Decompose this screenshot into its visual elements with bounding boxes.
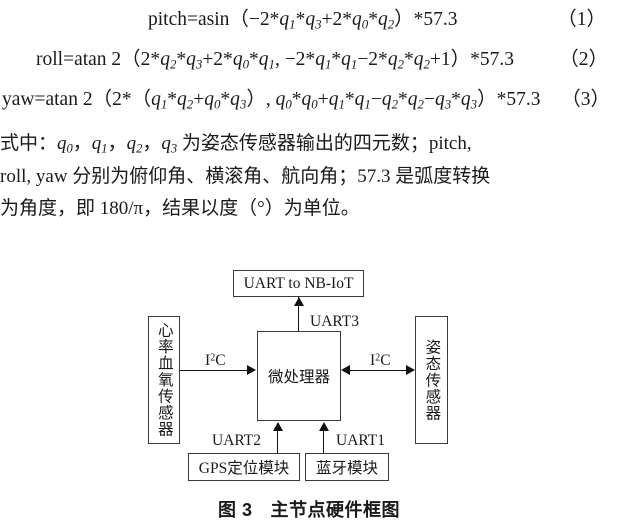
figure-number: 图 3 <box>217 500 253 520</box>
label-i2c-left: I2C <box>205 352 226 369</box>
block-heart-rate-spo2-sensor-label: 心率血氧传感器 <box>155 322 173 438</box>
formula-row-yaw: yaw=atan 2（2*（q1*q2+q0*q3）, q0*q0+q1*q1−… <box>0 80 618 120</box>
explanation-paragraph: 式中：q0，q1，q2，q3 为姿态传感器输出的四元数；pitch, roll,… <box>0 128 610 226</box>
label-uart3: UART3 <box>310 313 360 330</box>
figure-caption: 图 3 主节点硬件框图 <box>0 496 618 522</box>
label-uart1: UART1 <box>336 432 386 449</box>
formula-number-2: （2） <box>559 49 608 70</box>
block-microprocessor-label: 微处理器 <box>267 369 330 386</box>
arrow-uart2-up <box>273 422 283 431</box>
label-uart2: UART2 <box>212 432 262 449</box>
formula-roll: roll=atan 2（2*q2*q3+2*q0*q1, −2*q1*q1−2*… <box>36 49 515 72</box>
connector-i2c-right <box>350 370 406 371</box>
paragraph-mid: 为姿态传感器输出的四元数；pitch, <box>181 133 472 154</box>
block-heart-rate-spo2-sensor: 心率血氧传感器 <box>148 316 180 444</box>
arrow-uart3-up <box>294 297 304 306</box>
paragraph-line-2: roll, yaw 分别为俯仰角、横滚角、航向角；57.3 是弧度转换 <box>0 165 491 187</box>
arrow-i2c-right-to-mcu <box>341 365 350 375</box>
paragraph-prefix: 式中： <box>0 133 58 154</box>
formula-row-pitch: pitch=asin（−2*q1*q3+2*q0*q2）*57.3 （1） <box>0 0 618 40</box>
block-bluetooth-module: 蓝牙模块 <box>305 453 389 481</box>
arrow-uart1-up <box>319 422 329 431</box>
formula-block: pitch=asin（−2*q1*q3+2*q0*q2）*57.3 （1） ro… <box>0 0 618 120</box>
arrow-i2c-right-to-sensor <box>406 365 415 375</box>
figure-title: 主节点硬件框图 <box>270 500 400 520</box>
block-bluetooth-module-label: 蓝牙模块 <box>315 460 378 477</box>
block-attitude-sensor-label: 姿态传感器 <box>423 338 441 422</box>
block-gps-module-label: GPS定位模块 <box>198 460 290 477</box>
formula-number-3: （3） <box>561 89 610 110</box>
block-gps-module: GPS定位模块 <box>188 453 300 481</box>
connector-uart2 <box>277 430 278 466</box>
formula-number-1: （1） <box>557 9 606 30</box>
connector-uart1 <box>323 430 324 466</box>
block-microprocessor: 微处理器 <box>257 331 341 421</box>
paragraph-line-3: 为角度，即 180/π，结果以度（°）为单位。 <box>0 198 360 219</box>
block-uart-to-nbiot-label: UART to NB-IoT <box>243 274 354 292</box>
formula-pitch: pitch=asin（−2*q1*q3+2*q0*q2）*57.3 <box>148 9 458 32</box>
arrow-i2c-left-to-mcu <box>247 365 256 375</box>
paragraph-line-1: 式中：q0，q1，q2，q3 为姿态传感器输出的四元数；pitch, <box>0 133 472 156</box>
block-attitude-sensor: 姿态传感器 <box>415 316 448 444</box>
label-i2c-right: I2C <box>370 352 391 369</box>
block-uart-to-nbiot: UART to NB-IoT <box>233 270 364 297</box>
hardware-block-diagram: UART to NB-IoT UART3 微处理器 心率血氧传感器 姿态传感器 … <box>0 258 618 524</box>
formula-yaw: yaw=atan 2（2*（q1*q2+q0*q3）, q0*q0+q1*q1−… <box>2 89 541 112</box>
formula-row-roll: roll=atan 2（2*q2*q3+2*q0*q1, −2*q1*q1−2*… <box>0 40 618 80</box>
connector-i2c-left <box>180 370 248 371</box>
